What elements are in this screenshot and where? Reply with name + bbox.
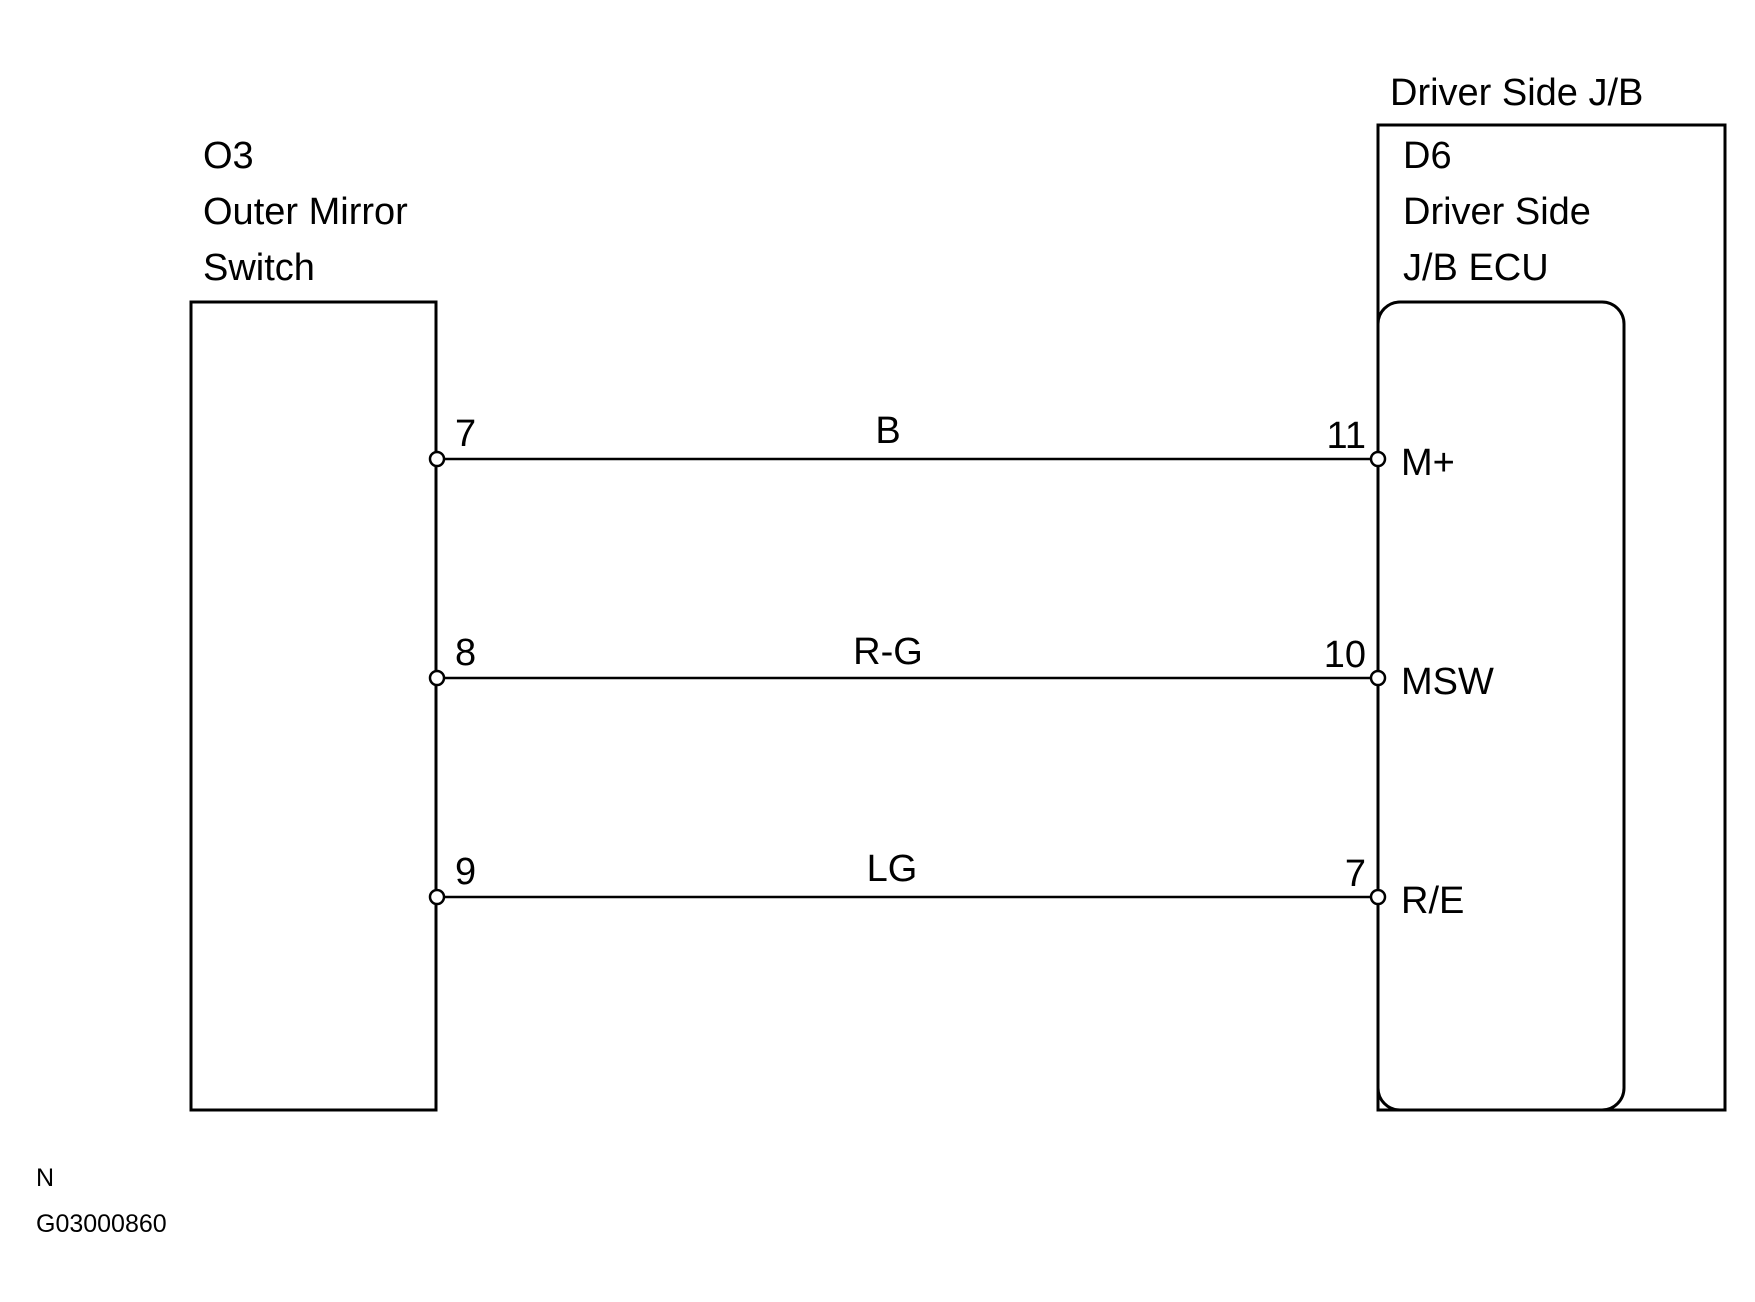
left-pin-number: 8 (455, 632, 476, 674)
left-component-name-line1: Outer Mirror (203, 191, 408, 233)
right-component-name-line1: Driver Side (1403, 191, 1591, 233)
outer-mirror-switch: O3 Outer Mirror Switch (189, 135, 438, 1112)
terminal-left (428, 450, 446, 468)
terminal-left (428, 669, 446, 687)
wire-color-code: B (875, 410, 900, 452)
ecu-box (1376, 300, 1626, 1112)
right-pin-number: 7 (1345, 853, 1366, 895)
left-component-name-line2: Switch (203, 247, 315, 289)
terminal-right (1369, 450, 1387, 468)
terminal-left (428, 888, 446, 906)
signal-label: M+ (1401, 442, 1455, 484)
right-component-code: D6 (1403, 135, 1452, 177)
right-pin-number: 11 (1327, 415, 1366, 457)
left-component-code: O3 (203, 135, 254, 177)
wire-lg: 9 LG 7 R/E (428, 848, 1464, 922)
driver-side-junction-block: Driver Side J/B D6 Driver Side J/B ECU (1376, 72, 1727, 1112)
signal-label: R/E (1401, 880, 1464, 922)
wire-color-code: LG (867, 848, 918, 890)
terminal-right (1369, 669, 1387, 687)
junction-block-label: Driver Side J/B (1390, 72, 1643, 114)
wire-b: 7 B 11 M+ (428, 410, 1455, 484)
footer-mark: N (36, 1164, 54, 1192)
wire-color-code: R-G (853, 631, 923, 673)
figure-id: G03000860 (36, 1210, 167, 1238)
right-component-name-line2: J/B ECU (1403, 247, 1549, 289)
left-component-box (189, 300, 438, 1112)
signal-label: MSW (1401, 661, 1494, 703)
left-pin-number: 7 (455, 413, 476, 455)
wire-r-g: 8 R-G 10 MSW (428, 631, 1494, 703)
left-pin-number: 9 (455, 851, 476, 893)
terminal-right (1369, 888, 1387, 906)
right-pin-number: 10 (1324, 634, 1366, 676)
